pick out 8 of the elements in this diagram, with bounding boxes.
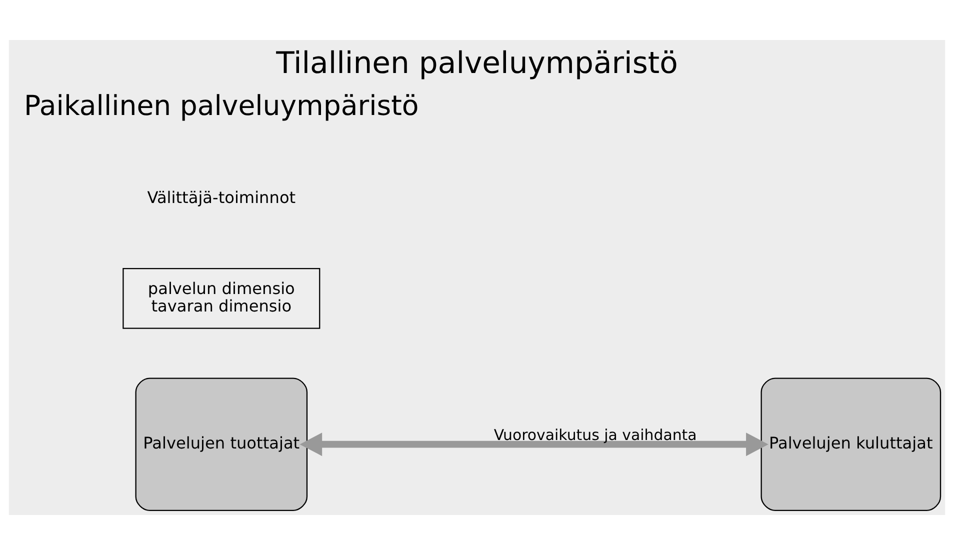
- caption: Paikallinen palveluympäristö: [24, 89, 419, 122]
- arrow: [300, 432, 768, 456]
- label: Välittäjä-toiminnot: [147, 187, 296, 206]
- node-box: palvelun dimensio tavaran dimensio: [122, 268, 320, 328]
- node-box: Palvelujen tuottajat: [135, 377, 308, 510]
- diagram-title: Tilallinen palveluympäristö: [276, 46, 678, 81]
- edge-label: Vuorovaikutus ja vaihdanta: [494, 426, 697, 444]
- node-box: Palvelujen kuluttajat: [760, 377, 942, 510]
